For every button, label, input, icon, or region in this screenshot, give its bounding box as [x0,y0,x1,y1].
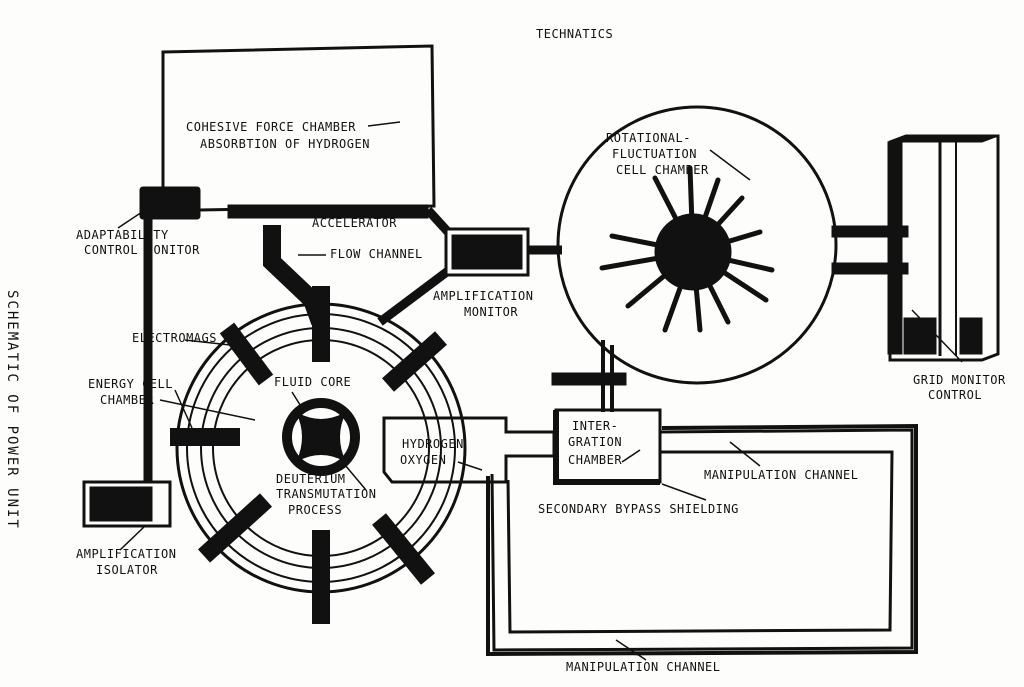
grid-label-line2: CONTROL [928,388,982,402]
cohesive-label-line2: ABSORBTION OF HYDROGEN [200,137,370,151]
rotational-label-line2: FLUCTUATION [612,147,697,161]
energy-label-line2: CHAMBER [100,393,154,407]
manipulation-bottom-label: MANIPULATION CHANNEL [566,660,721,674]
integration-label-line3: CHAMBER [568,453,622,467]
energy-label-line1: ENERGY CELL [88,377,173,391]
header-title: TECHNATICS [536,27,613,41]
amp-isolator-label-line1: AMPLIFICATION [76,547,176,561]
hydrogen-label-line1: HYDROGEN [402,437,464,451]
hydrogen-label-line2: OXYGEN [400,453,446,467]
manipulation-right-label: MANIPULATION CHANNEL [704,468,859,482]
grid-label-line1: GRID MONITOR [913,373,1006,387]
adaptability-monitor-box [139,186,201,220]
rotational-label-line1: ROTATIONAL- [606,131,691,145]
accelerator-label: ACCELERATOR [312,216,397,230]
deuterium-label-line1: DEUTERIUM [276,472,346,486]
deuterium-label-line3: PROCESS [288,503,342,517]
amp-monitor-label-line1: AMPLIFICATION [433,289,533,303]
rotational-spokes [599,165,775,333]
integration-label-line2: GRATION [568,435,622,449]
rotational-label-line3: CELL CHAMBER [616,163,709,177]
electromagnets [170,286,447,624]
fluid-core-label: FLUID CORE [274,375,351,389]
fluid-core-center [295,411,347,463]
electromags-label: ELECTROMAGS [132,331,217,345]
hydrogen-oxygen-chamber [382,416,556,484]
fluid-core [282,398,360,476]
secondary-bypass-label: SECONDARY BYPASS SHIELDING [538,502,739,516]
amp-monitor-label-line2: MONITOR [464,305,518,319]
deuterium-label-line2: TRANSMUTATION [276,487,376,501]
rotational-fluctuation-chamber [556,105,838,385]
integration-label-line1: INTER- [572,419,618,433]
side-title: SCHEMATIC OF POWER UNIT [4,290,20,530]
grid-monitor-control [887,134,1000,362]
flow-channel-label: FLOW CHANNEL [330,247,423,261]
adapt-label-line1: ADAPTABILITY [76,228,169,242]
amp-isolator-label-line2: ISOLATOR [96,563,158,577]
adapt-label-line2: CONTROL MONITOR [84,243,200,257]
cohesive-label-line1: COHESIVE FORCE CHAMBER [186,120,356,134]
manipulation-channel [486,423,918,657]
